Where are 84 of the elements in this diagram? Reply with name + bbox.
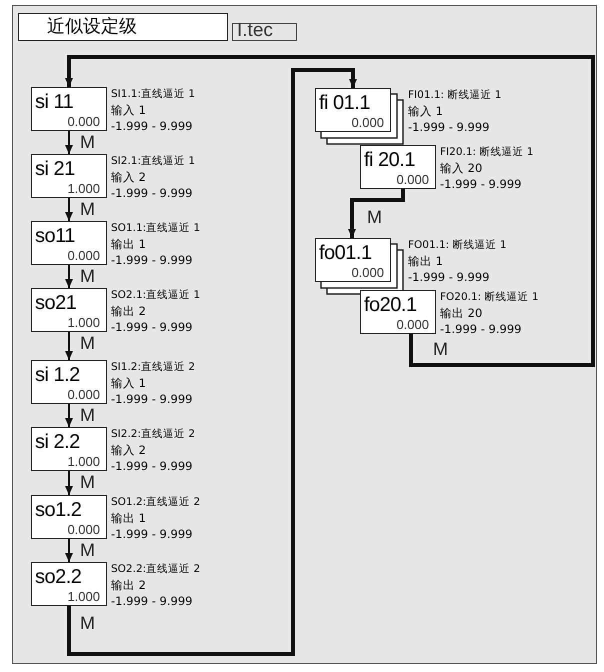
display-value: 1.000 [67,590,100,604]
arrow [65,404,73,427]
parameter-label: SO1.1:直线逼近 1 [111,221,200,236]
tag-text: I.tec [237,21,273,41]
parameter-label: SO2.2:直线逼近 2 [111,562,200,577]
arrow [67,68,357,656]
value-range: -1.999 - 9.999 [440,321,522,337]
display-code: fo20.1 [364,293,417,318]
parameter-name: 输出 1 [111,510,146,526]
display-value: 0.000 [351,116,384,130]
edge-label: M [80,133,95,151]
display-code: fo01.1 [319,241,372,266]
edge-label: M [80,334,95,352]
value-range: -1.999 - 9.999 [111,526,192,542]
parameter-name: 输入 2 [111,169,146,185]
display-code: so1.2 [35,498,82,523]
value-range: -1.999 - 9.999 [440,176,522,192]
value-range: -1.999 - 9.999 [111,185,192,201]
edge-label: M [80,473,95,491]
arrow [348,189,405,238]
display-value: 0.000 [67,249,100,263]
display-code: si 2.2 [35,430,80,455]
parameter-label: SI1.2:直线逼近 2 [111,360,196,375]
display-value: 0.000 [396,318,429,332]
arrow [65,539,73,562]
display-value: 0.000 [67,523,100,537]
parameter-label: FO20.1: 断线逼近 1 [440,290,539,305]
display-value: 1.000 [67,455,100,469]
display-code: fi 01.1 [319,91,370,116]
display-value: 1.000 [67,316,100,330]
display-value: 0.000 [396,173,429,187]
parameter-label: SO1.2:直线逼近 2 [111,495,200,510]
display-value: 0.000 [351,266,384,280]
parameter-name: 输出 2 [111,577,146,593]
parameter-name: 输入 2 [111,442,146,458]
display-code: fi 20.1 [364,148,415,173]
value-range: -1.999 - 9.999 [111,118,192,134]
tag-box [232,23,297,41]
display-code: so2.2 [35,565,82,590]
arrow [65,471,73,495]
display-code: si 11 [35,90,74,115]
parameter-label: FI20.1: 断线逼近 1 [440,145,534,160]
parameter-label: FO01.1: 断线逼近 1 [408,238,507,253]
arrow [65,55,595,367]
value-range: -1.999 - 9.999 [408,119,490,135]
parameter-name: 输入 20 [440,160,482,176]
edge-label: M [433,340,448,358]
display-value: 0.000 [67,388,100,402]
edge-label: M [80,267,95,285]
parameter-name: 输出 1 [111,236,146,252]
parameter-label: SI2.2:直线逼近 2 [111,427,196,442]
parameter-name: 输出 1 [408,253,443,269]
parameter-name: 输入 1 [111,375,146,391]
arrow [65,131,73,154]
arrow [65,198,73,221]
parameter-label: SO2.1:直线逼近 1 [111,288,200,303]
title-text: 近似设定级 [47,16,137,38]
edge-label: M [367,208,382,226]
value-range: -1.999 - 9.999 [111,391,192,407]
value-range: -1.999 - 9.999 [111,252,192,268]
display-code: si 21 [35,157,75,182]
parameter-name: 输入 1 [111,102,146,118]
value-range: -1.999 - 9.999 [111,319,192,335]
arrow [65,265,73,288]
parameter-name: 输出 20 [440,305,482,321]
arrow [65,332,73,360]
display-value: 1.000 [67,182,100,196]
display-code: so21 [35,291,76,316]
parameter-label: SI1.1:直线逼近 1 [111,87,196,102]
edge-label: M [80,614,95,632]
display-value: 0.000 [67,115,100,129]
title-box [18,13,228,41]
edge-label: M [80,200,95,218]
edge-label: M [80,406,95,424]
parameter-label: FI01.1: 断线逼近 1 [408,88,502,103]
display-code: so11 [35,224,75,249]
parameter-name: 输出 2 [111,303,146,319]
edge-label: M [80,541,95,559]
value-range: -1.999 - 9.999 [408,269,490,285]
parameter-label: SI2.1:直线逼近 1 [111,154,196,169]
parameter-name: 输入 1 [408,103,443,119]
value-range: -1.999 - 9.999 [111,458,192,474]
value-range: -1.999 - 9.999 [111,593,192,609]
display-code: si 1.2 [35,363,80,388]
